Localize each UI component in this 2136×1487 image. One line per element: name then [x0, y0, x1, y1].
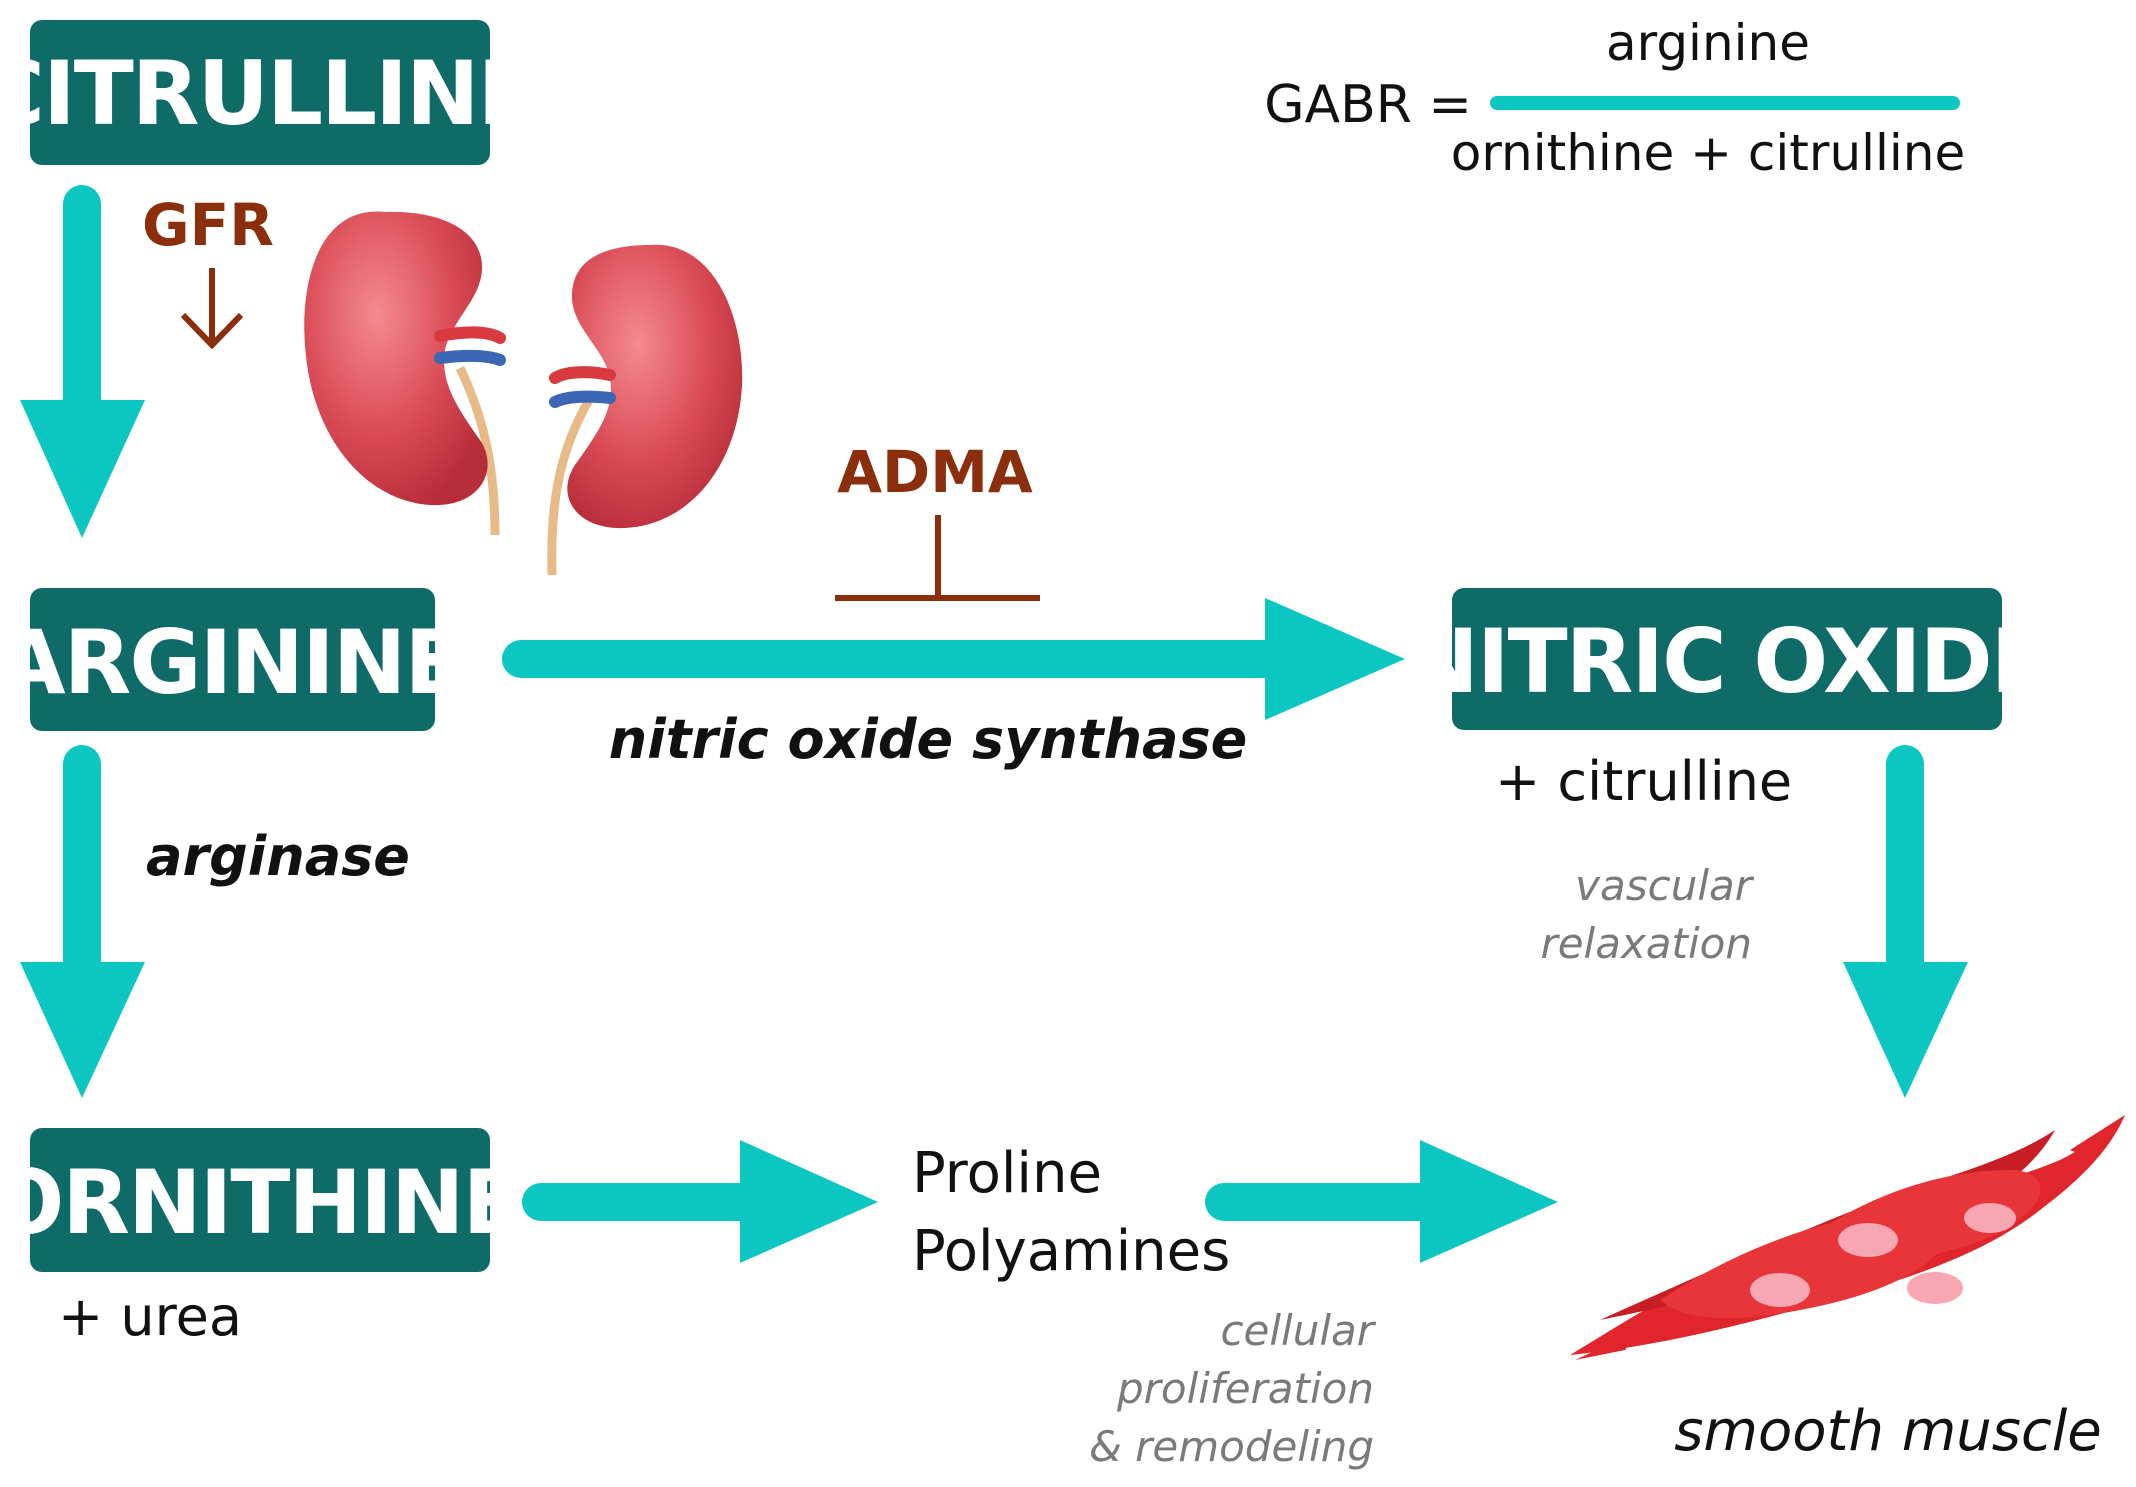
gabr-numerator: arginine	[1606, 14, 1810, 72]
enzyme-arginase: arginase	[146, 825, 410, 888]
node-ornithine-label: ORNITHINE	[0, 1151, 521, 1254]
node-arginine-label: ARGININE	[0, 611, 463, 714]
gfr-label: GFR	[142, 191, 274, 259]
gfr-marker: GFR	[142, 191, 274, 350]
arrow-arginine-to-ornithine	[20, 745, 145, 1098]
arrow-polyamines-to-smooth-muscle	[1205, 1140, 1558, 1263]
gabr-fraction-bar	[1490, 96, 1960, 110]
effect-vascular-line-1: vascular	[1575, 861, 1755, 910]
kidneys-icon	[304, 211, 743, 576]
gabr-lhs: GABR =	[1264, 75, 1472, 135]
node-nitric-oxide: NITRIC OXIDE	[1405, 588, 2051, 730]
arrow-ornithine-to-polyamines	[522, 1140, 878, 1263]
product-proline: Proline	[912, 1141, 1102, 1206]
arrow-arginine-to-nitric-oxide	[502, 598, 1405, 720]
enzyme-nitric-oxide-synthase: nitric oxide synthase	[609, 708, 1247, 771]
node-citrulline: CITRULLINE	[0, 20, 538, 165]
effect-cellular-line-2: proliferation	[1116, 1364, 1374, 1413]
adma-label: ADMA	[837, 438, 1033, 506]
arrow-down-icon	[180, 268, 244, 350]
product-urea: + urea	[58, 1285, 242, 1348]
effect-vascular-line-2: relaxation	[1540, 919, 1752, 968]
product-citrulline: + citrulline	[1495, 750, 1792, 813]
effect-cellular-line-3: & remodeling	[1089, 1422, 1374, 1471]
node-nitric-oxide-label: NITRIC OXIDE	[1405, 610, 2049, 713]
gabr-denominator: ornithine + citrulline	[1451, 124, 1966, 182]
smooth-muscle-label: smooth muscle	[1674, 1399, 2102, 1464]
inhibition-bar-icon	[835, 515, 1040, 601]
product-polyamines: Polyamines	[912, 1219, 1230, 1284]
adma-marker: ADMA	[835, 438, 1040, 601]
smooth-muscle-cells-icon	[1570, 1115, 2125, 1360]
arrow-citrulline-to-arginine	[20, 185, 145, 538]
node-ornithine: ORNITHINE	[0, 1128, 523, 1272]
effect-cellular-line-1: cellular	[1220, 1306, 1376, 1355]
node-arginine: ARGININE	[0, 588, 465, 731]
gabr-formula: GABR = arginine ornithine + citrulline	[1264, 14, 1965, 182]
node-citrulline-label: CITRULLINE	[0, 42, 536, 145]
arrow-nitric-oxide-to-smooth-muscle	[1843, 745, 1968, 1098]
